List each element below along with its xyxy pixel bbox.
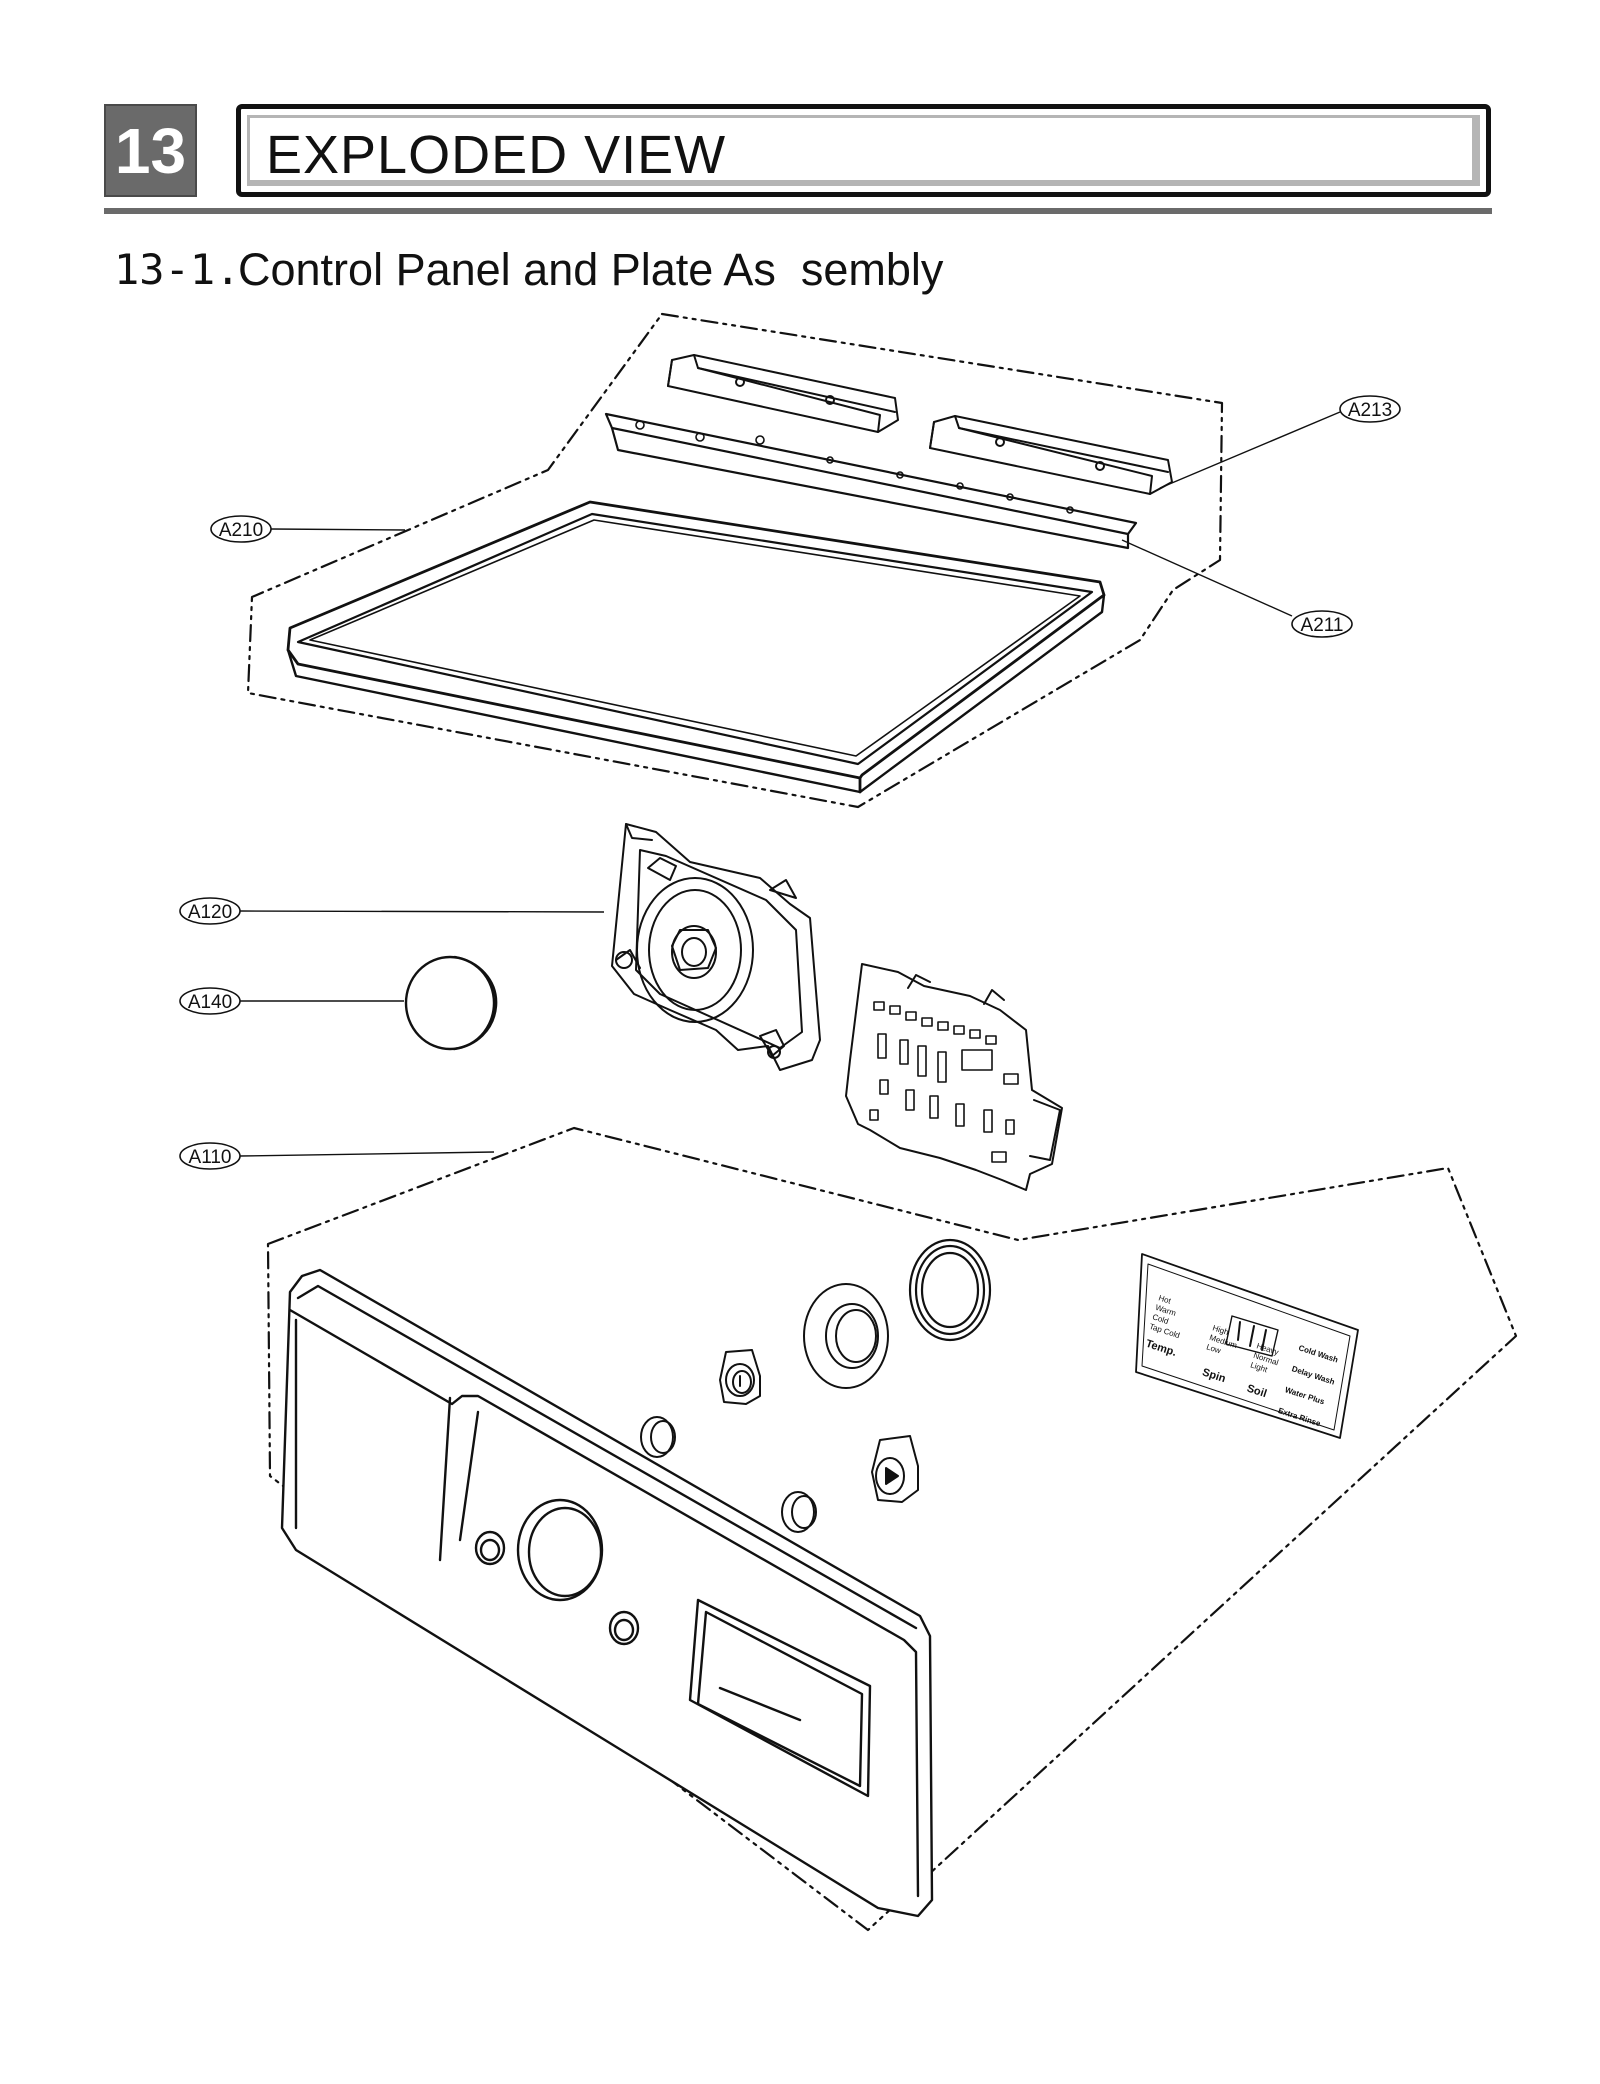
hinge-bracket-right [929,415,1173,495]
decal-soil-heading: Soil [1245,1383,1268,1401]
callout-label: A210 [219,520,263,541]
callout-label: A213 [1348,400,1392,421]
control-frame [611,823,821,1071]
dial-knob [404,955,498,1051]
chapter-title-box: EXPLODED VIEW [236,104,1491,197]
callout-A140: A140 [179,987,404,1015]
rear-strip [604,412,1138,550]
top-plate [286,500,1106,794]
button-left-bottom [781,1491,817,1533]
section-title: Control Panel and Plate As sembly [238,244,944,295]
control-decal [1135,1253,1359,1439]
callout-A110: A110 [179,1142,495,1170]
bottom-assembly-boundary [266,1126,1518,1932]
start-button [871,1435,919,1503]
callout-A213: A213 [1159,395,1401,489]
callout-label: A140 [188,992,232,1013]
front-control-panel [280,1268,934,1918]
callout-A211: A211 [1121,539,1353,638]
section-number: 13-1. [114,245,241,294]
power-button [719,1349,761,1405]
decal-spin-option: Low [1205,1342,1222,1355]
button-left-top [640,1416,676,1458]
header-rule [104,208,1492,214]
dial-ring [803,1283,889,1389]
hinge-bracket-left [667,354,899,433]
pcb-board [845,963,1063,1191]
dial-bezel [908,1238,992,1342]
callout-label: A110 [189,1147,232,1168]
callout-label: A120 [188,902,232,923]
chapter-title: EXPLODED VIEW [266,125,727,185]
top-assembly-boundary [246,312,1224,809]
chapter-title-inner: EXPLODED VIEW [247,115,1480,186]
callout-A120: A120 [179,897,605,925]
decal-temp-option: Hot [1157,1293,1172,1306]
callout-label: A211 [1301,615,1344,636]
chapter-number: 13 [104,104,197,197]
callout-A210: A210 [210,515,406,543]
